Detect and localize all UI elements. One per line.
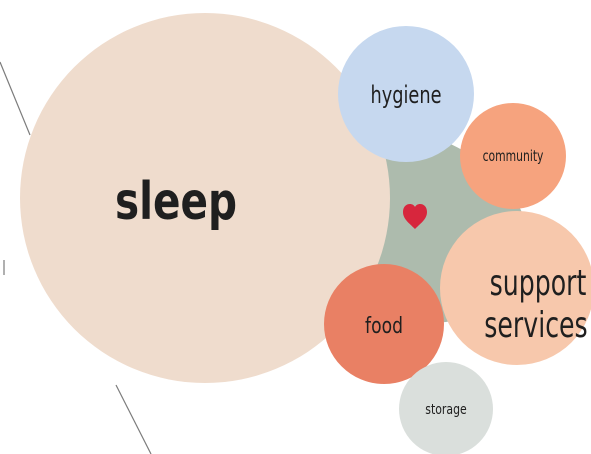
bottom-slant-line bbox=[115, 384, 152, 454]
bubble-storage-label: storage bbox=[425, 401, 467, 418]
bubble-food-label: food bbox=[365, 313, 403, 339]
bubble-support-services: support services bbox=[440, 211, 591, 365]
decorative-edge-lines bbox=[0, 61, 152, 454]
bubble-food: food bbox=[324, 264, 444, 384]
bubble-hygiene: hygiene bbox=[338, 26, 474, 162]
bubble-sleep-circle bbox=[20, 13, 390, 383]
bubble-hygiene-label: hygiene bbox=[370, 80, 441, 108]
bubble-hygiene-circle bbox=[338, 26, 474, 162]
bubble-community-label: community bbox=[483, 148, 544, 165]
bubble-storage-circle bbox=[399, 362, 493, 454]
bubble-sleep: sleep bbox=[20, 13, 390, 383]
bubble-support-services-circle bbox=[440, 211, 591, 365]
bubble-food-circle bbox=[324, 264, 444, 384]
bubble-storage: storage bbox=[399, 362, 493, 454]
left-slant-line bbox=[0, 61, 31, 136]
heart-icon bbox=[403, 204, 427, 229]
bubble-support-services-line-2: services bbox=[484, 305, 587, 347]
bubble-sleep-label: sleep bbox=[115, 171, 237, 231]
bubble-community: community bbox=[460, 103, 566, 209]
bubble-community-circle bbox=[460, 103, 566, 209]
bubble-support-services-line-1: support bbox=[490, 263, 587, 305]
